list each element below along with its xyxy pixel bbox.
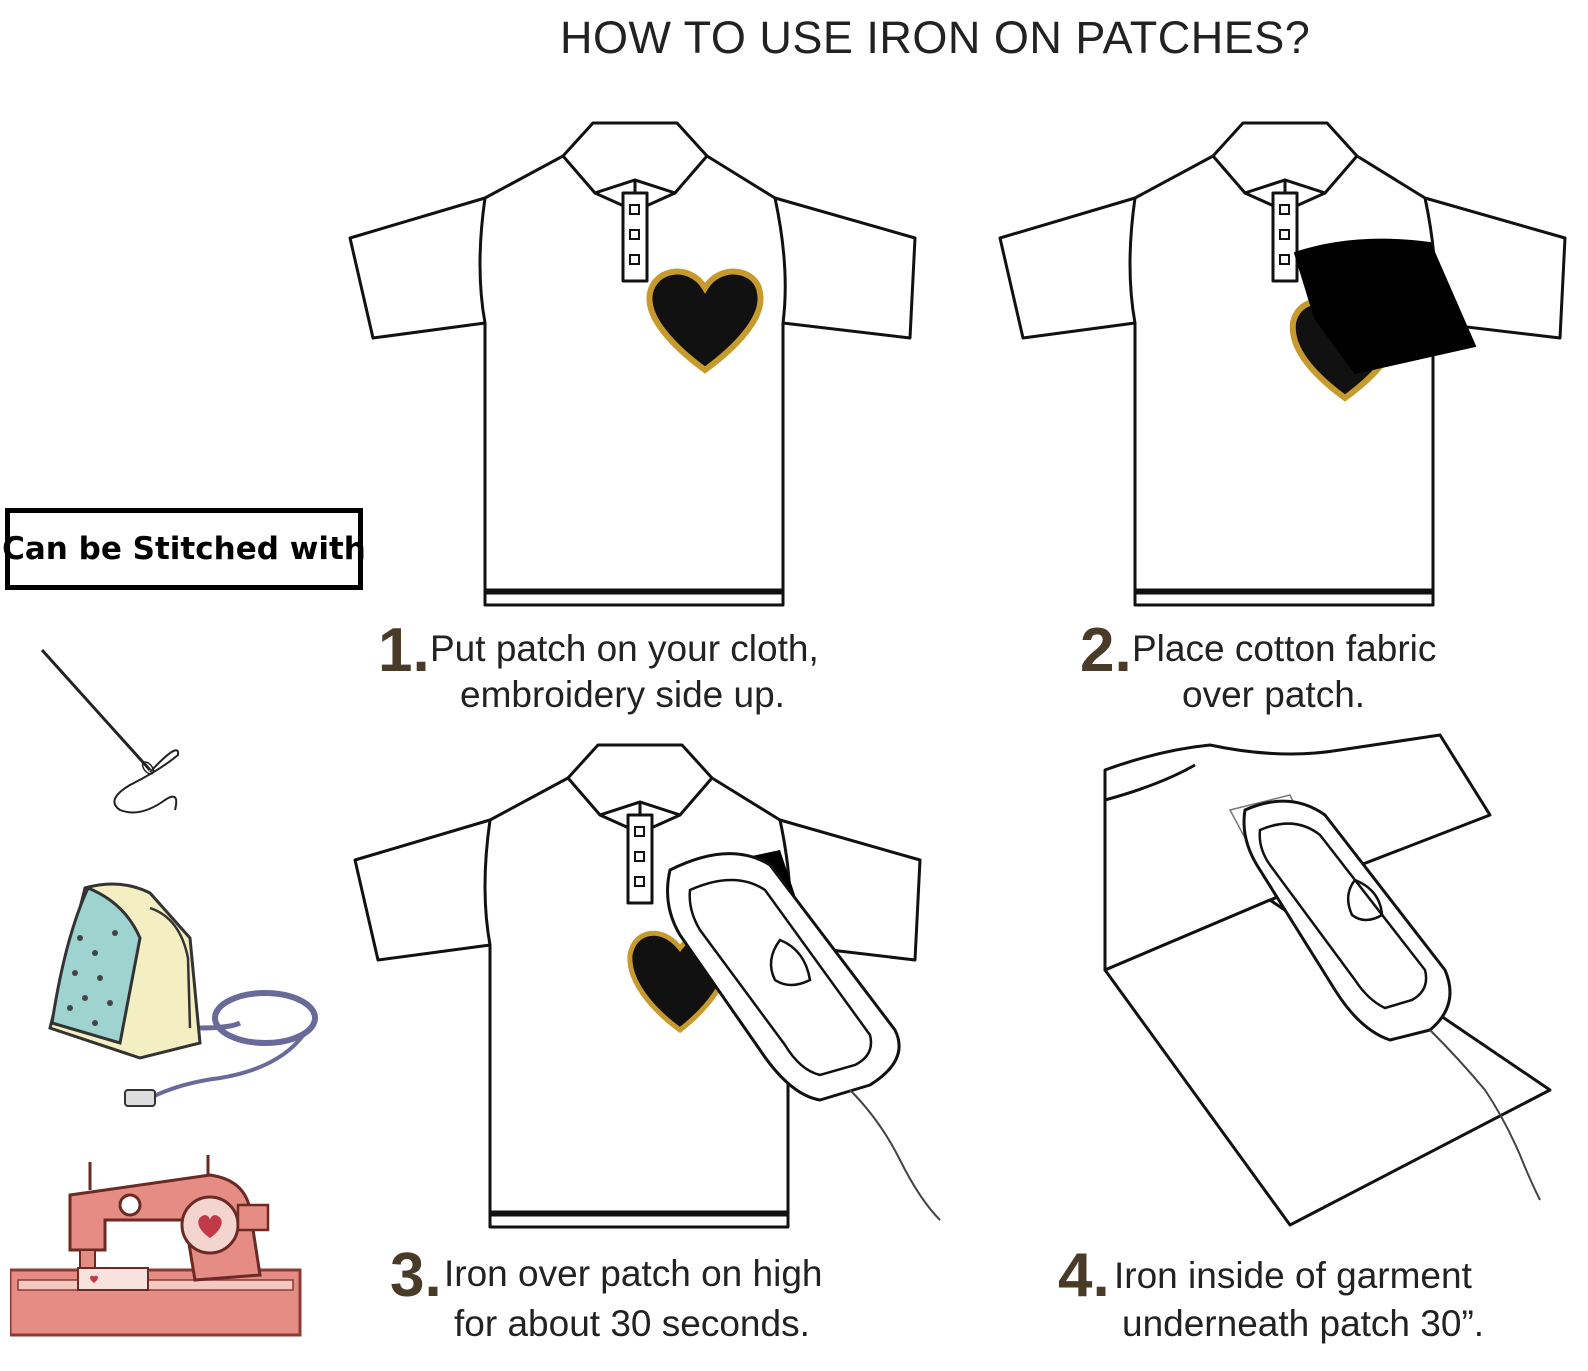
- step-number: 1.: [378, 616, 430, 685]
- step-text-line2: embroidery side up.: [460, 674, 785, 715]
- shirt-with-cloth-illustration: [998, 121, 1567, 607]
- cotton-cloth: [1293, 238, 1477, 375]
- page-title: HOW TO USE IRON ON PATCHES?: [560, 12, 1311, 63]
- step-number: 3.: [390, 1241, 442, 1310]
- sewing-machine-icon: [10, 1155, 302, 1337]
- step-text-line1: Iron inside of garment: [1114, 1255, 1472, 1296]
- step-text-line2: over patch.: [1182, 674, 1366, 715]
- electric-iron-icon: [48, 882, 318, 1107]
- ironing-shirt-illustration: [353, 743, 941, 1229]
- needle-and-thread-icon: [40, 648, 180, 814]
- step-number: 2.: [1080, 616, 1132, 685]
- heart-patch: [646, 268, 764, 374]
- step-4: 4. Iron inside of garment underneath pat…: [1058, 1245, 1578, 1355]
- step-text-line2: for about 30 seconds.: [454, 1303, 810, 1344]
- step-text-line1: Put patch on your cloth,: [430, 628, 819, 669]
- step-text-line1: Iron over patch on high: [444, 1253, 823, 1294]
- step-1: 1. Put patch on your cloth, embroidery s…: [378, 620, 898, 720]
- step-2: 2. Place cotton fabric over patch.: [1080, 620, 1560, 720]
- ironing-inside-garment-illustration: [1103, 733, 1552, 1227]
- iron: [666, 852, 901, 1102]
- step-number: 4.: [1058, 1241, 1110, 1310]
- step-3: 3. Iron over patch on high for about 30 …: [390, 1245, 910, 1355]
- shirt-with-patch-illustration: [348, 121, 917, 607]
- step-text-line2: underneath patch 30”.: [1122, 1303, 1485, 1344]
- step-text-line1: Place cotton fabric: [1132, 628, 1437, 669]
- stitch-label-box: Can be Stitched with: [2, 508, 366, 590]
